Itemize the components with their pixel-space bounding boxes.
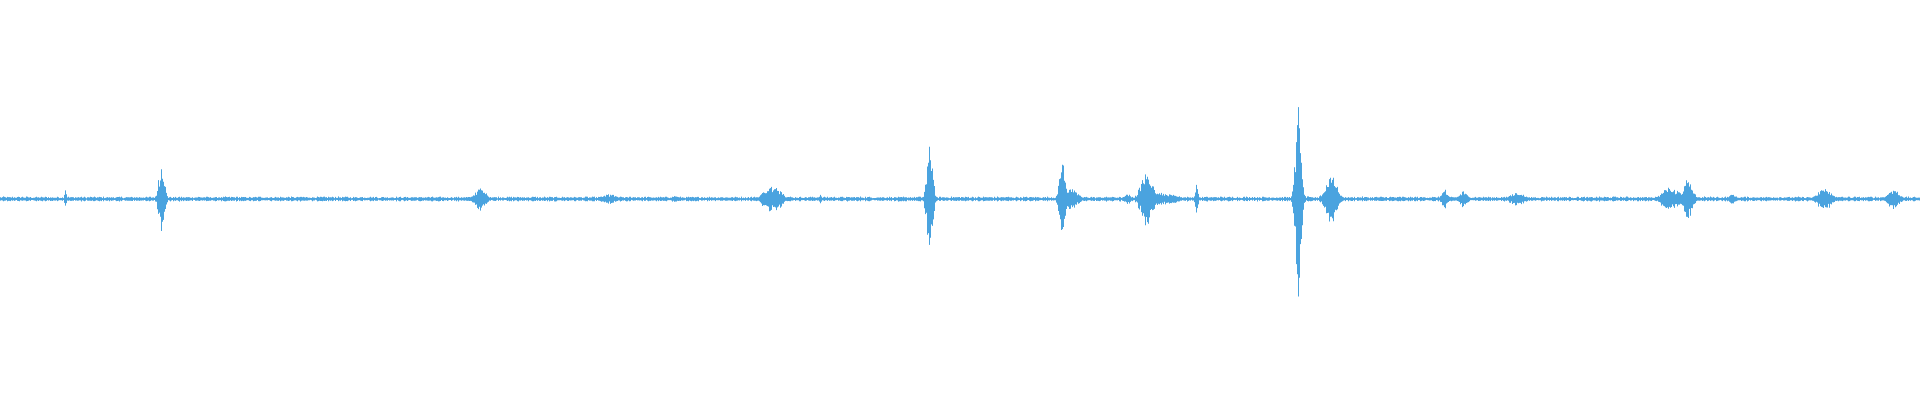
- waveform-trace: [0, 107, 1920, 297]
- waveform-envelope: [0, 107, 1920, 297]
